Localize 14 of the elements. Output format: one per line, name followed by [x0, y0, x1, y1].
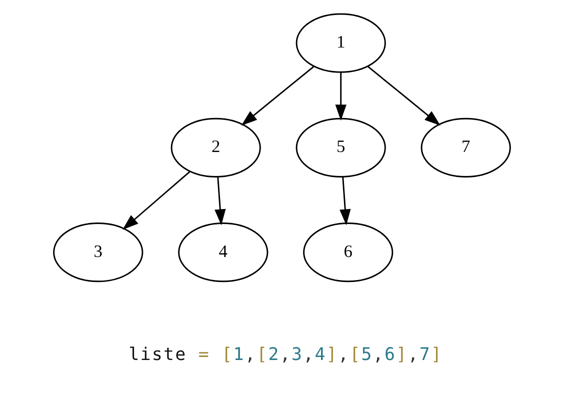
- node-ellipse: 5: [296, 118, 386, 178]
- node-ellipse: 2: [170, 118, 261, 178]
- node-ellipse: 1: [296, 13, 386, 73]
- label: liste = [1,[2,3,4],[5,6],7]: [128, 345, 442, 366]
- arrow: [122, 171, 190, 230]
- arrow: [214, 176, 226, 226]
- arrow: [241, 66, 314, 126]
- arrow: [335, 72, 346, 121]
- node-ellipse: 4: [178, 222, 268, 282]
- node-ellipse: 7: [420, 118, 511, 178]
- arrow: [340, 176, 351, 226]
- node-ellipse: 6: [303, 222, 394, 282]
- arrow: [368, 66, 440, 126]
- node-ellipse: 3: [53, 222, 144, 282]
